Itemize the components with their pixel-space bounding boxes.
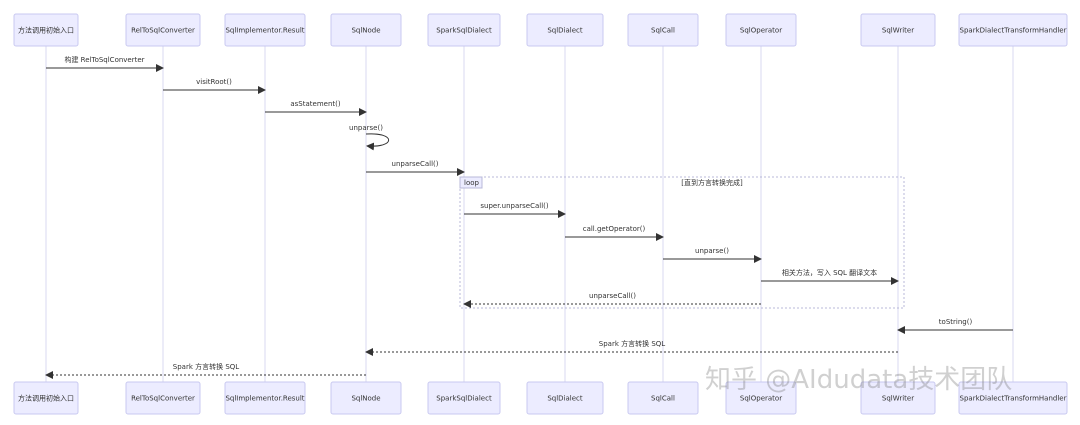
- actor-box-bottom-1: [125, 381, 201, 415]
- message-arrow-3: [365, 133, 389, 151]
- actor-box-top-3: [330, 13, 402, 47]
- actor-label-bottom-7: SqlOperator: [740, 395, 782, 403]
- actor-label-top-9: SparkDialectTransformHandler: [960, 27, 1067, 35]
- actor-label-bottom-5: SqlDialect: [547, 395, 583, 403]
- actor-label-top-0: 方法调用初始入口: [18, 26, 74, 35]
- actor-box-top-6: [627, 13, 699, 47]
- actor-box-bottom-2: [224, 381, 306, 415]
- message-label-1: visitRoot(): [196, 78, 232, 86]
- actor-label-top-4: SparkSqlDialect: [436, 27, 492, 35]
- actor-box-bottom-5: [526, 381, 604, 415]
- message-label-8: 相关方法，写入 SQL 翻译文本: [782, 268, 877, 277]
- actor-label-bottom-8: SqlWriter: [882, 395, 914, 403]
- actor-label-top-7: SqlOperator: [740, 27, 782, 35]
- message-label-5: super.unparseCall(): [480, 202, 549, 210]
- actor-box-top-2: [224, 13, 306, 47]
- actor-label-top-5: SqlDialect: [547, 27, 583, 35]
- actor-label-top-8: SqlWriter: [882, 27, 914, 35]
- message-label-9: unparseCall(): [589, 292, 636, 300]
- actor-label-bottom-9: SparkDialectTransformHandler: [960, 395, 1067, 403]
- actor-label-bottom-3: SqlNode: [351, 395, 380, 403]
- actor-box-top-8: [860, 13, 936, 47]
- actor-label-bottom-1: RelToSqlConverter: [131, 395, 195, 403]
- actor-label-bottom-0: 方法调用初始入口: [18, 394, 74, 403]
- message-label-2: asStatement(): [290, 100, 341, 108]
- actor-box-top-5: [526, 13, 604, 47]
- loop-keyword: loop: [464, 179, 480, 187]
- actor-box-top-9: [958, 13, 1068, 47]
- actor-box-bottom-9: [958, 381, 1068, 415]
- actor-box-top-1: [125, 13, 201, 47]
- message-label-10: toString(): [939, 318, 973, 326]
- actor-box-bottom-4: [427, 381, 501, 415]
- loop-tab: [459, 176, 483, 189]
- actor-box-bottom-3: [330, 381, 402, 415]
- actor-box-bottom-0: [13, 381, 79, 415]
- actor-box-bottom-8: [860, 381, 936, 415]
- actor-label-top-3: SqlNode: [351, 27, 380, 35]
- actor-label-top-6: SqlCall: [651, 27, 675, 35]
- loop-condition: [直到方言转换完成]: [681, 178, 743, 187]
- actor-box-bottom-6: [627, 381, 699, 415]
- actor-label-top-2: SqlImplementor.Result: [225, 27, 304, 35]
- actor-label-top-1: RelToSqlConverter: [131, 27, 195, 35]
- loop-frame: [459, 176, 905, 309]
- message-label-6: call.getOperator(): [583, 225, 646, 233]
- message-label-11: Spark 方言转换 SQL: [599, 339, 666, 348]
- actor-box-top-0: [13, 13, 79, 47]
- actor-label-bottom-6: SqlCall: [651, 395, 675, 403]
- message-label-4: unparseCall(): [392, 160, 439, 168]
- actor-box-top-7: [725, 13, 797, 47]
- message-label-0: 构建 RelToSqlConverter: [64, 55, 144, 64]
- actor-label-bottom-4: SparkSqlDialect: [436, 395, 492, 403]
- actor-box-top-4: [427, 13, 501, 47]
- watermark-text: 知乎 @AIdudata技术团队: [705, 365, 1012, 395]
- message-label-7: unparse(): [695, 247, 729, 255]
- message-label-12: Spark 方言转换 SQL: [173, 362, 240, 371]
- message-label-3: unparse(): [349, 124, 383, 132]
- actor-label-bottom-2: SqlImplementor.Result: [225, 395, 304, 403]
- actor-box-bottom-7: [725, 381, 797, 415]
